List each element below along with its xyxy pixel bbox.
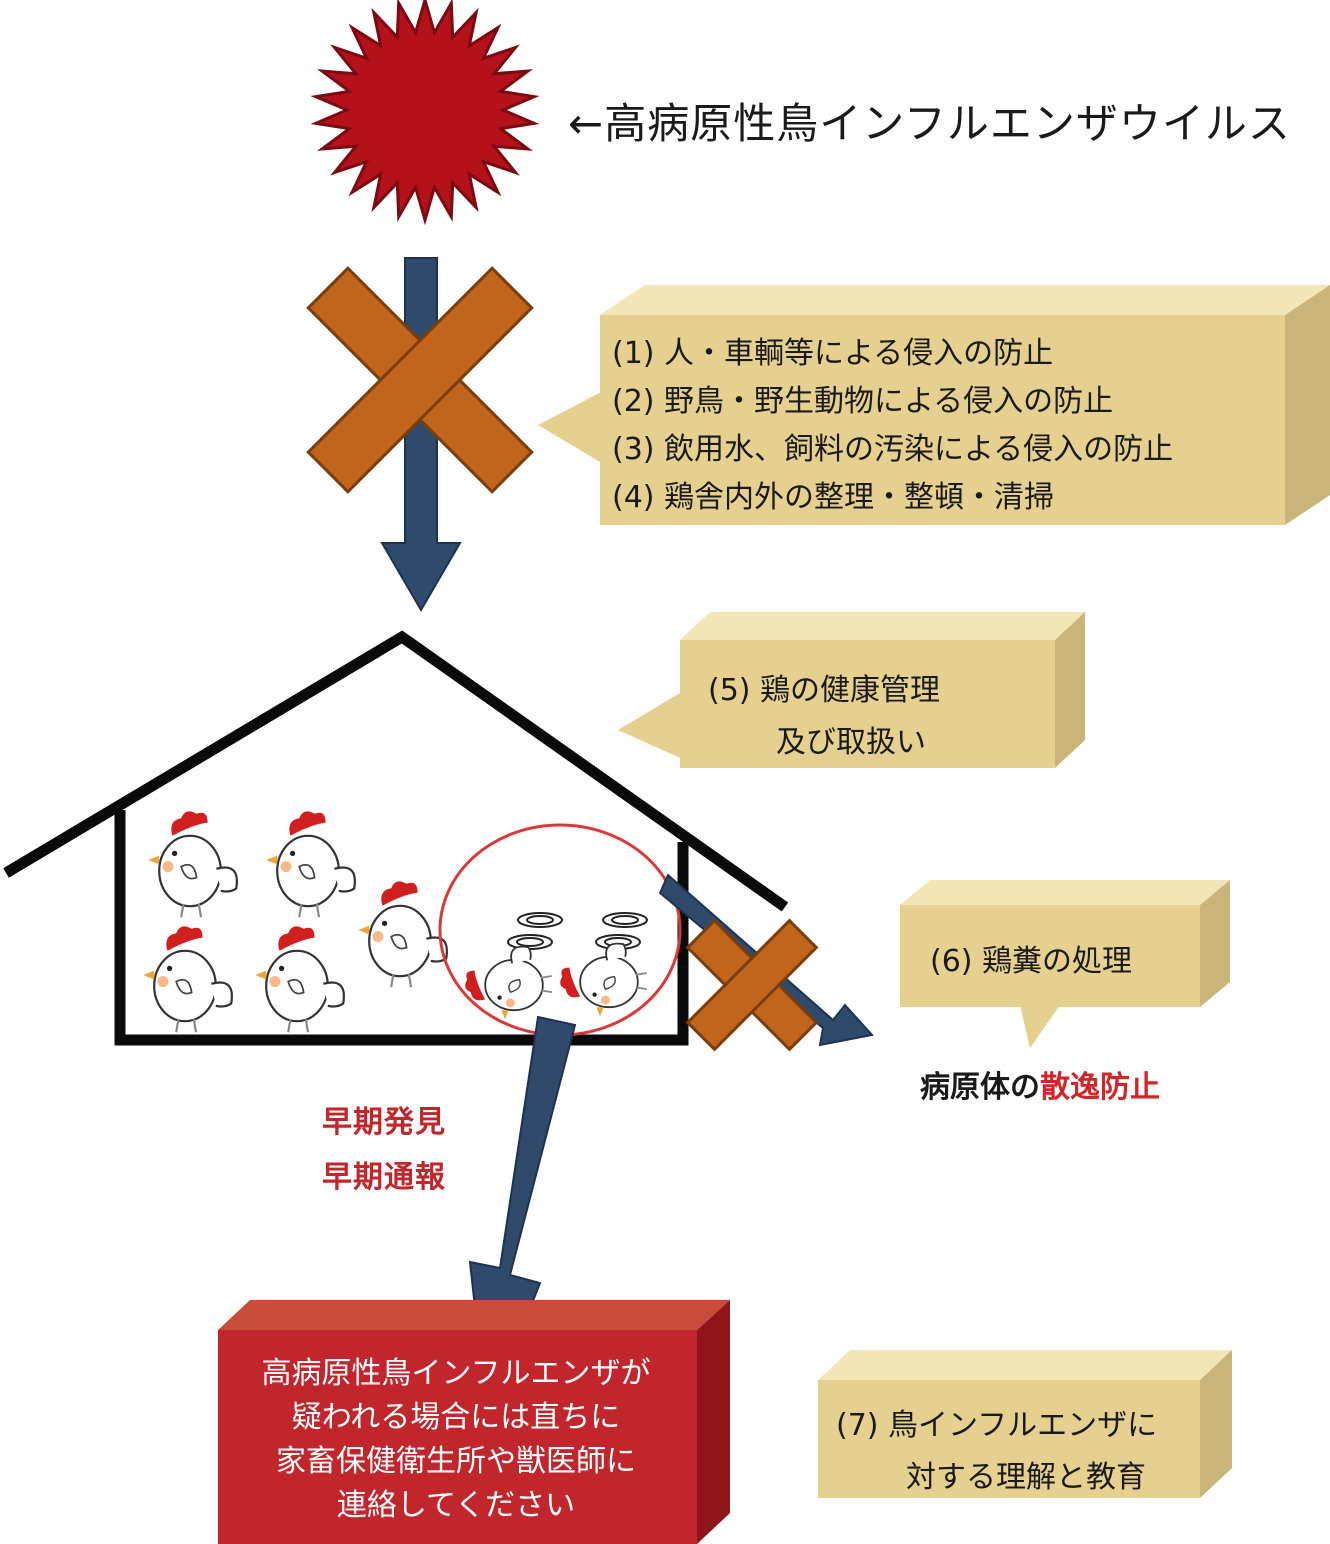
measure-5-text: (5) 鶏の健康管理 及び取扱い [680,665,1080,769]
block-cross-icon-manure [685,918,819,1052]
chicken-icon [465,945,552,1020]
measure-7-line2: 対する理解と教育 [906,1460,1146,1495]
callout-measure-6 [900,880,1230,1048]
dropping-icon [517,912,563,928]
dropping-icon [526,915,554,925]
sick-chicken-area [438,823,682,1037]
scatter-prevention: 病原体の散逸防止 [920,1062,1160,1106]
scatter-emphasis: 散逸防止 [1040,1070,1160,1105]
measure-6-text: (6) 鶏糞の処理 [930,944,1133,979]
measure-7-line1: (7) 鳥インフルエンザに [836,1408,1158,1443]
callout-measure-7 [818,1350,1232,1498]
contact-line-1: 高病原性鳥インフルエンザが [261,1356,651,1391]
chicken-icon [358,881,448,988]
chicken-icon [143,926,233,1033]
scatter-prefix: 病原体の [920,1070,1040,1105]
chicken-icon [560,942,647,1017]
contact-line-2: 疑われる場合には直ちに [291,1400,621,1435]
early-detection: 早期発見 [322,1105,446,1140]
infection-arrow-top [380,257,462,612]
measure-2: (2) 野鳥・野生動物による侵入の防止 [612,384,1114,419]
dropping-icon [516,937,544,947]
virus-label: ←高病原性鳥インフルエンザウイルス [568,99,1291,148]
contact-line-3: 家畜保健衛生所や獣医師に [276,1444,636,1479]
dropping-icon [602,912,648,928]
block-cross-icon-top [306,266,534,494]
measure-5-line1: (5) 鶏の健康管理 [708,673,941,708]
virus-icon [310,0,540,226]
measure-7-text: (7) 鳥インフルエンザに 対する理解と教育 [836,1400,1157,1504]
manure-arrow [658,873,874,1047]
contact-line-4: 連絡してください [336,1488,576,1523]
dropping-icon [611,915,639,925]
contact-alert-box [218,1300,730,1544]
early-report: 早期通報 [322,1160,446,1195]
measure-5-line2: 及び取扱い [776,725,926,760]
chicken-icon [255,926,345,1033]
poultry-house [3,630,789,1046]
measure-3: (3) 飲用水、飼料の汚染による侵入の防止 [612,432,1174,467]
measure-1: (1) 人・車輌等による侵入の防止 [612,336,1054,371]
contact-notice: 高病原性鳥インフルエンザが 疑われる場合には直ちに 家畜保健衛生所や獣医師に 連… [218,1352,694,1528]
chicken-icon [148,811,238,918]
chicken-flock [143,811,448,1033]
measures-1-4-list: (1) 人・車輌等による侵入の防止 (2) 野鳥・野生動物による侵入の防止 (3… [612,330,1173,522]
callout-measures-1-4 [538,285,1330,525]
callout-measure-5 [618,612,1085,768]
chicken-icon [266,811,356,918]
measure-4: (4) 鶏舎内外の整理・整頓・清掃 [612,480,1055,515]
